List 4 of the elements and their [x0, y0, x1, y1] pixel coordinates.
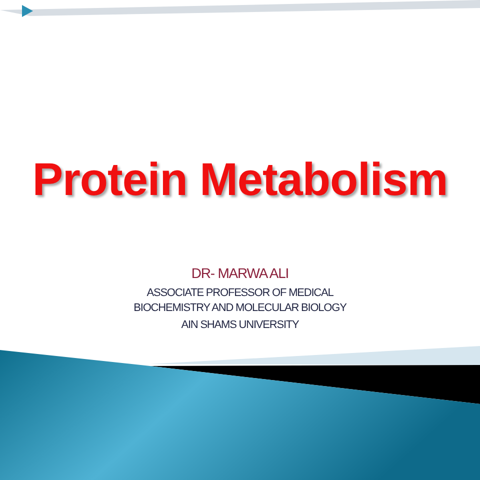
affiliation-text: AIN SHAMS UNIVERSITY — [180, 318, 300, 333]
author-name: DR- MARWA ALI — [190, 266, 290, 281]
slide-title: Protein Metabolism — [31, 152, 449, 206]
affiliation-text: ASSOCIATE PROFESSOR OF MEDICAL BIOCHEMISTRY AND MOLECULAR BIOLOGY — [132, 286, 348, 316]
